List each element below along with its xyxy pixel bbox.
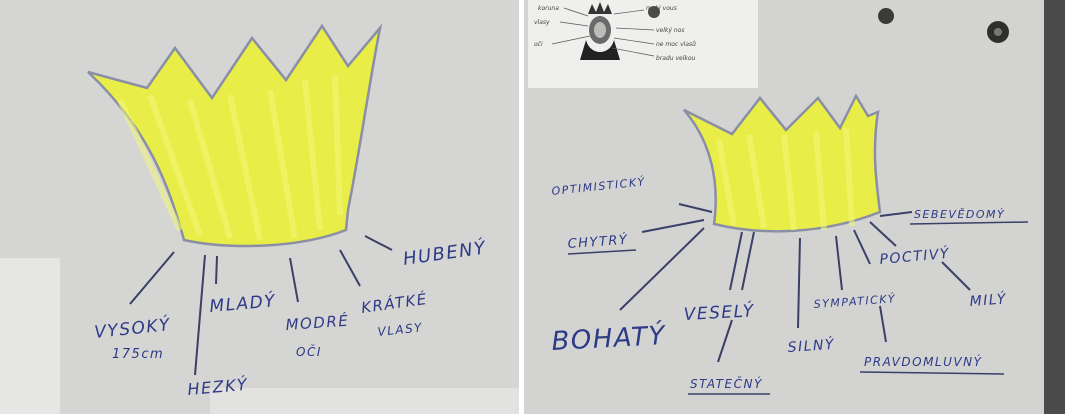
left-poster-photo: VYSOKÝ 175cm HEZKÝ MLADÝ MODRÉ OČI KRÁTK… xyxy=(0,0,519,414)
note-oci: oči xyxy=(534,41,543,48)
word-vesely: VESELÝ xyxy=(683,299,755,325)
word-sympaticky: SYMPATICKÝ xyxy=(813,292,896,311)
word-modre: MODRÉ xyxy=(285,311,350,334)
note-velky-nos: velký nos xyxy=(656,27,684,34)
note-ne-moc-vlasu: ne moc vlasů xyxy=(656,41,696,48)
connector-lines xyxy=(129,235,393,376)
connector-lines xyxy=(619,203,971,363)
right-poster-photo: koruna vlasy oči malý vous velký nos ne … xyxy=(524,0,1065,414)
note-koruna: koruna xyxy=(538,5,559,12)
right-poster-drawing: koruna vlasy oči malý vous velký nos ne … xyxy=(524,0,1065,414)
pin-icon xyxy=(878,8,894,24)
word-silny: SILNÝ xyxy=(787,336,835,356)
word-pravdomluvny: PRAVDOMLUVNÝ xyxy=(864,354,983,369)
word-mily: MILÝ xyxy=(969,290,1007,310)
note-maly-vous: malý vous xyxy=(646,5,677,12)
king-crown-icon xyxy=(588,2,612,14)
left-poster-drawing: VYSOKÝ 175cm HEZKÝ MLADÝ MODRÉ OČI KRÁTK… xyxy=(0,0,519,414)
word-sebevedomy: SEBEVĚDOMÝ xyxy=(914,208,1005,221)
word-height: 175cm xyxy=(112,347,164,362)
note-vlasy: vlasy xyxy=(534,19,550,26)
word-poctivy: POCTIVÝ xyxy=(879,245,951,268)
word-chytry: CHYTRÝ xyxy=(567,232,629,252)
word-bohaty: BOHATÝ xyxy=(551,319,668,357)
word-statecny: STATEČNÝ xyxy=(690,376,763,391)
word-vlasy: VLASY xyxy=(377,320,424,339)
crown-drawing xyxy=(683,93,882,233)
word-oci: OČI xyxy=(296,344,322,359)
portrait-card: koruna vlasy oči malý vous velký nos ne … xyxy=(528,0,758,88)
pin-icon xyxy=(648,6,660,18)
note-bradu-velkou: bradu velkou xyxy=(656,55,696,62)
